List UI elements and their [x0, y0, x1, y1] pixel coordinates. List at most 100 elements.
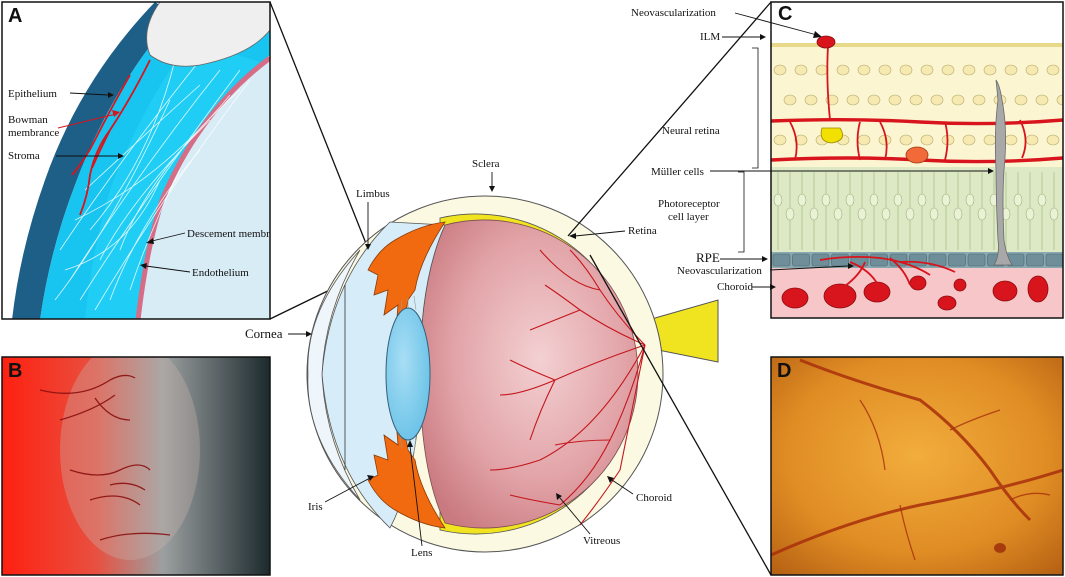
arrow-neovascularization-bottom: [769, 265, 849, 271]
label-descement: Descement membrance: [187, 228, 290, 240]
rpe-cell: [1045, 253, 1063, 267]
label-muller-cells: Müller cells: [651, 166, 704, 178]
panel-c: C: [771, 2, 1063, 318]
neural-cell: [804, 94, 818, 106]
lens: [385, 307, 431, 441]
photoreceptor-layer: [771, 167, 1063, 252]
photoreceptor-nucleus: [1013, 193, 1023, 207]
label-neural-retina: Neural retina: [662, 125, 720, 137]
panel-b-haze: [60, 357, 200, 560]
cornea-edge-cap: [146, 2, 270, 67]
photoreceptor-nucleus: [857, 207, 867, 221]
neural-cell: [1025, 64, 1039, 76]
photoreceptor-nucleus: [881, 207, 891, 221]
panel-c-labels: Neovascularization ILM Neural retina Mül…: [631, 7, 994, 293]
arrowhead-muller: [988, 168, 994, 174]
label-stroma: Stroma: [8, 150, 40, 162]
arrowhead-rpe: [762, 256, 768, 262]
photoreceptor-nucleus: [797, 193, 807, 207]
arrowhead-limbus: [365, 244, 371, 250]
arrowhead-iris: [367, 475, 374, 481]
neural-cell: [857, 64, 871, 76]
photoreceptor-nucleus: [893, 193, 903, 207]
panel-d-vessels: [771, 358, 1063, 557]
photoreceptor-cells: [773, 172, 1059, 250]
neural-cell: [941, 64, 955, 76]
photoreceptor-nucleus: [1037, 193, 1047, 207]
ganglion-cell-highlight: [820, 127, 844, 144]
label-choroid-eye: Choroid: [636, 492, 673, 504]
arrow-retina: [574, 230, 626, 237]
iris-ciliary-top: [367, 221, 446, 332]
arrowhead-endothelium: [140, 263, 147, 269]
arrow-bowman: [57, 113, 117, 129]
rpe-cell: [967, 253, 986, 267]
retinal-vessels: [489, 249, 646, 526]
neural-cell: [920, 64, 934, 76]
arrowhead-ilm: [760, 34, 766, 40]
photoreceptor-nucleus: [905, 207, 915, 221]
panel-a-frame: [1, 1, 271, 320]
neural-cell: [1056, 94, 1063, 106]
neural-cell: [899, 134, 913, 146]
panel-b-vessels: [39, 374, 171, 541]
arrowhead-bowman: [112, 110, 120, 117]
panel-b-frame: [1, 356, 271, 576]
choroidal-neovessels: [819, 255, 956, 287]
photoreceptor-nucleus: [917, 193, 927, 207]
arrowhead-neovascularization-top: [813, 31, 822, 38]
choroid-vessels: [781, 275, 1049, 311]
photoreceptor-nucleus: [965, 193, 975, 207]
arrow-iris: [324, 477, 371, 503]
eye-diagram: Sclera Limbus Retina Cornea Iris Lens Vi…: [245, 158, 719, 559]
arrowhead-retina: [569, 233, 576, 239]
photoreceptor-nucleus: [941, 193, 951, 207]
panel-b-photo: [2, 357, 270, 575]
photoreceptor-nucleus: [833, 207, 843, 221]
arrowhead-epithelium: [108, 92, 114, 98]
photoreceptor-nucleus: [785, 207, 795, 221]
neural-cell: [773, 64, 787, 76]
panel-d-lesion: [994, 543, 1006, 553]
arrowhead-choroid-eye: [607, 476, 614, 483]
arrowhead-cornea: [306, 331, 312, 337]
arrow-endothelium: [145, 265, 191, 273]
rpe-cell: [772, 253, 791, 267]
neural-cell: [783, 94, 797, 106]
panel-c-frame: [770, 1, 1064, 319]
arrowhead-sclera: [489, 186, 495, 192]
neural-cell: [815, 64, 829, 76]
arrowhead-vitreous: [556, 493, 562, 500]
arrowhead-neovascularization-bottom: [848, 263, 854, 269]
iris-ciliary-bottom: [367, 418, 446, 529]
photoreceptor-nucleus: [953, 207, 963, 221]
zoom-line-c-top: [567, 1, 772, 237]
panel-d-letter: D: [777, 360, 791, 382]
photoreceptor-nucleus: [809, 207, 819, 221]
arrowhead-choroid-c: [770, 284, 776, 290]
neural-cell: [909, 94, 923, 106]
rpe-cell: [909, 253, 927, 267]
neural-cell: [836, 64, 850, 76]
neural-cell: [773, 134, 787, 146]
corneal-vessels: [71, 59, 151, 216]
label-photoreceptor-2: cell layer: [668, 211, 709, 223]
label-endothelium: Endothelium: [192, 267, 249, 279]
panel-b: B: [2, 357, 270, 575]
neural-cell: [899, 64, 913, 76]
photoreceptor-nucleus: [977, 207, 987, 221]
arrow-choroid-eye: [611, 479, 634, 495]
neural-cell: [972, 94, 986, 106]
rpe-cells: [772, 253, 1063, 267]
neural-cell: [951, 94, 965, 106]
photoreceptor-nucleus: [773, 193, 783, 207]
photoreceptor-nucleus: [821, 193, 831, 207]
arrow-descement: [151, 232, 186, 242]
neural-cell: [878, 64, 892, 76]
photoreceptor-nucleus: [845, 193, 855, 207]
panel-d-small-vessels: [859, 399, 1051, 561]
bracket-neural-retina: [752, 47, 759, 169]
label-choroid-c: Choroid: [717, 281, 754, 293]
neural-cell: [983, 64, 997, 76]
label-lens: Lens: [411, 547, 432, 559]
